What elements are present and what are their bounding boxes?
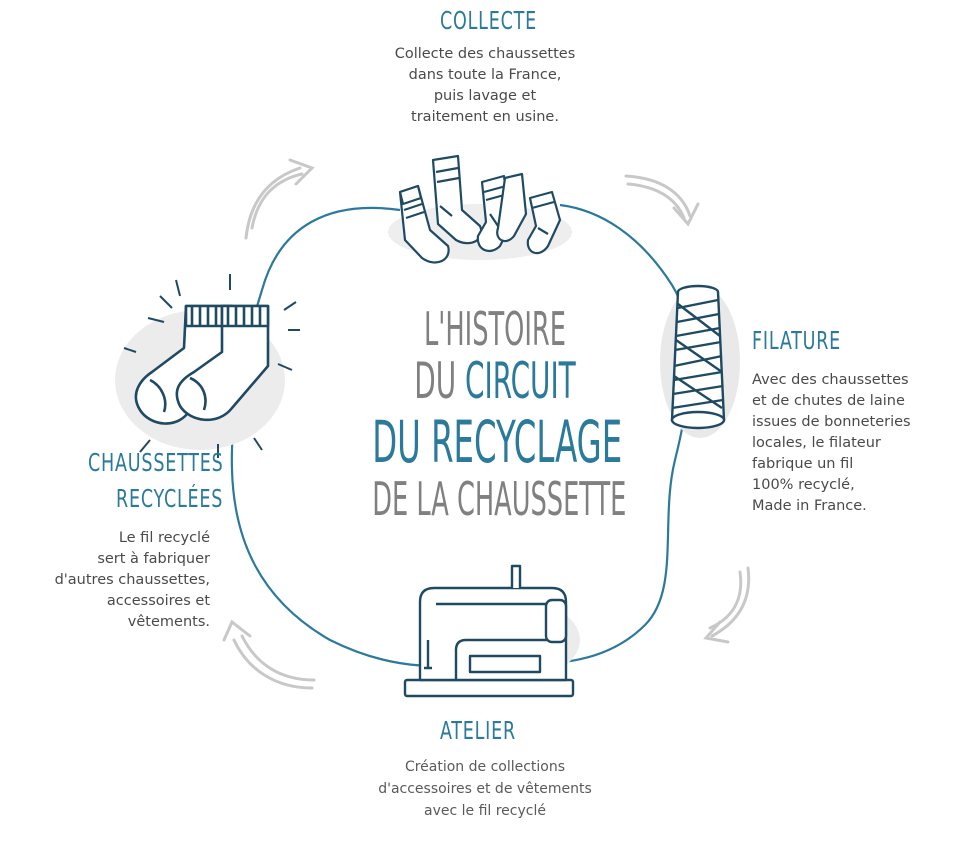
socks-pile-icon: [388, 154, 572, 264]
step-atelier-line: avec le fil recyclé: [424, 803, 546, 819]
step-filature-line: fabrique un fil: [752, 456, 854, 472]
step-filature-line: Avec des chaussettes: [752, 372, 909, 388]
step-atelier-heading: ATELIER: [440, 716, 516, 745]
step-filature-line: et de chutes de laine: [752, 393, 905, 409]
cycle-arrow-icon: [624, 174, 700, 227]
step-collecte-line: Collecte des chaussettes: [394, 46, 576, 62]
step-recyclees-heading-line1: CHAUSSETTES: [88, 448, 224, 477]
step-filature-description: Avec des chaussettes et de chutes de lai…: [752, 370, 962, 517]
cycle-arrow-icon: [703, 566, 751, 644]
step-recyclees-line: d'autres chaussettes,: [54, 572, 210, 588]
title-line-4: DE LA CHAUSSETTE: [372, 472, 627, 526]
cycle-arrow-icon: [244, 158, 315, 240]
title-line-3: DU RECYCLAGE: [372, 408, 623, 476]
step-recyclees-line: accessoires et: [106, 593, 210, 609]
step-recyclees-line: Le fil recyclé: [118, 530, 210, 546]
step-filature-heading: FILATURE: [752, 326, 842, 355]
step-atelier-line: Création de collections: [404, 759, 566, 775]
title-line-1: L'HISTOIRE: [424, 302, 566, 356]
step-filature-line: locales, le filateur: [752, 435, 881, 451]
step-collecte-heading: COLLECTE: [440, 6, 537, 35]
title-line-2-prefix: DU: [414, 352, 457, 410]
step-collecte-line: traitement en usine.: [411, 109, 559, 125]
sewing-machine-icon: [403, 564, 580, 698]
step-recyclees-description: Le fil recyclé sert à fabriquer d'autres…: [0, 528, 210, 633]
step-filature-line: Made in France.: [752, 498, 867, 514]
cycle-arrow-icon: [222, 619, 316, 690]
step-collecte-line: dans toute la France,: [408, 67, 562, 83]
title-line-2-highlight: CIRCUIT: [465, 352, 576, 410]
step-recyclees-line: sert à fabriquer: [97, 551, 210, 567]
step-atelier-line: d'accessoires et de vêtements: [378, 781, 592, 797]
step-filature-line: issues de bonneteries: [752, 414, 911, 430]
title-line-2: DU CIRCUIT: [393, 352, 598, 410]
step-filature-line: 100% recyclé,: [752, 477, 855, 493]
step-collecte-line: puis lavage et: [433, 88, 537, 104]
step-recyclees-heading-line2: RECYCLÉES: [116, 484, 224, 513]
step-collecte-description: Collecte des chaussettes dans toute la F…: [350, 44, 620, 128]
thread-spool-icon: [660, 284, 740, 438]
recycled-socks-icon: [115, 274, 300, 458]
step-recyclees-line: vêtements.: [127, 614, 210, 630]
step-atelier-description: Création de collections d'accessoires et…: [340, 756, 630, 822]
